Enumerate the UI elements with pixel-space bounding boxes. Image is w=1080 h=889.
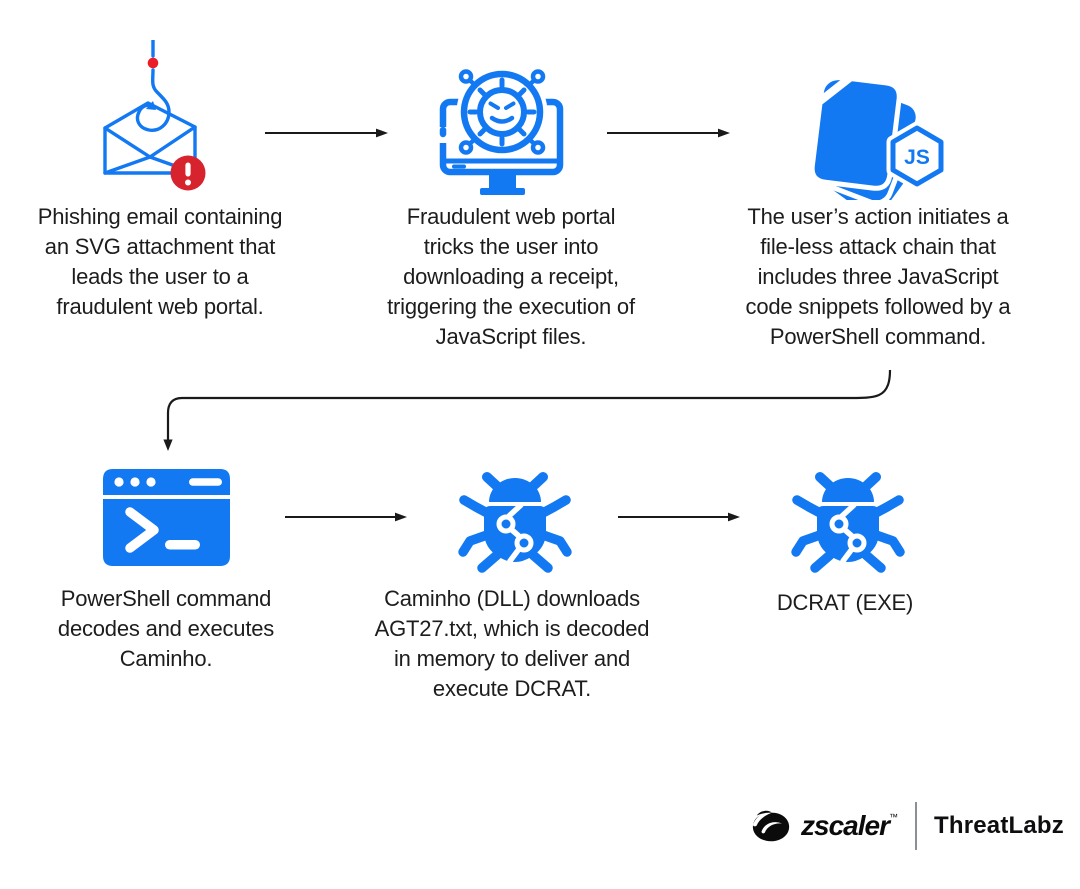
zscaler-logo-icon bbox=[752, 810, 790, 842]
titlebar-dots bbox=[114, 477, 156, 487]
arrowhead bbox=[163, 439, 173, 451]
body-cracks bbox=[496, 502, 534, 564]
step2-caption: Fraudulent web portal tricks the user in… bbox=[387, 204, 635, 349]
javascript-files-stack-icon: JS bbox=[809, 76, 948, 200]
prompt-chevron bbox=[125, 507, 159, 553]
body-cracks bbox=[829, 502, 867, 564]
fraudulent-portal-virus-monitor-icon bbox=[439, 66, 564, 195]
js-label: JS bbox=[904, 146, 930, 169]
malware-bug-icon bbox=[791, 472, 905, 573]
threatlabz-wordmark: ThreatLabz bbox=[933, 812, 1064, 839]
legs bbox=[791, 495, 905, 573]
trademark-symbol: ™ bbox=[888, 812, 898, 822]
file-stack bbox=[809, 76, 936, 200]
arrowhead bbox=[728, 512, 740, 522]
arrowhead bbox=[376, 128, 388, 138]
js-hexagon-badge: JS bbox=[886, 121, 948, 191]
virus bbox=[458, 69, 546, 155]
virus-face bbox=[488, 101, 516, 124]
powershell-terminal-icon bbox=[103, 469, 230, 566]
step4-caption: PowerShell command decodes and executes … bbox=[57, 586, 275, 671]
brand-divider bbox=[914, 802, 917, 850]
monitor-base bbox=[480, 188, 525, 195]
connector-row1-row2 bbox=[166, 369, 892, 440]
folded-corner bbox=[819, 76, 848, 100]
titlebar-dash bbox=[189, 478, 222, 486]
hook-float-dot bbox=[147, 57, 159, 69]
step6-caption: DCRAT (EXE) bbox=[776, 590, 914, 615]
alert-badge bbox=[170, 155, 206, 191]
arrowhead bbox=[395, 512, 407, 522]
step3-caption: The user’s action initiates a file-less … bbox=[745, 204, 1011, 349]
titlebar bbox=[103, 469, 230, 495]
fishing-hook bbox=[135, 40, 171, 132]
step5-caption: Caminho (DLL) downloads AGT27.txt, which… bbox=[374, 586, 650, 701]
bug-head bbox=[489, 478, 541, 502]
step1-caption: Phishing email containing an SVG attachm… bbox=[37, 204, 283, 319]
monitor-stand bbox=[489, 170, 516, 188]
phishing-email-hook-icon bbox=[103, 40, 206, 191]
prompt-underscore bbox=[165, 540, 200, 550]
window-body bbox=[103, 499, 230, 566]
hook-barb bbox=[146, 101, 156, 110]
bug-head bbox=[822, 478, 874, 502]
arrowhead bbox=[718, 128, 730, 138]
malware-bug-icon bbox=[458, 472, 572, 573]
front-file bbox=[809, 76, 902, 191]
